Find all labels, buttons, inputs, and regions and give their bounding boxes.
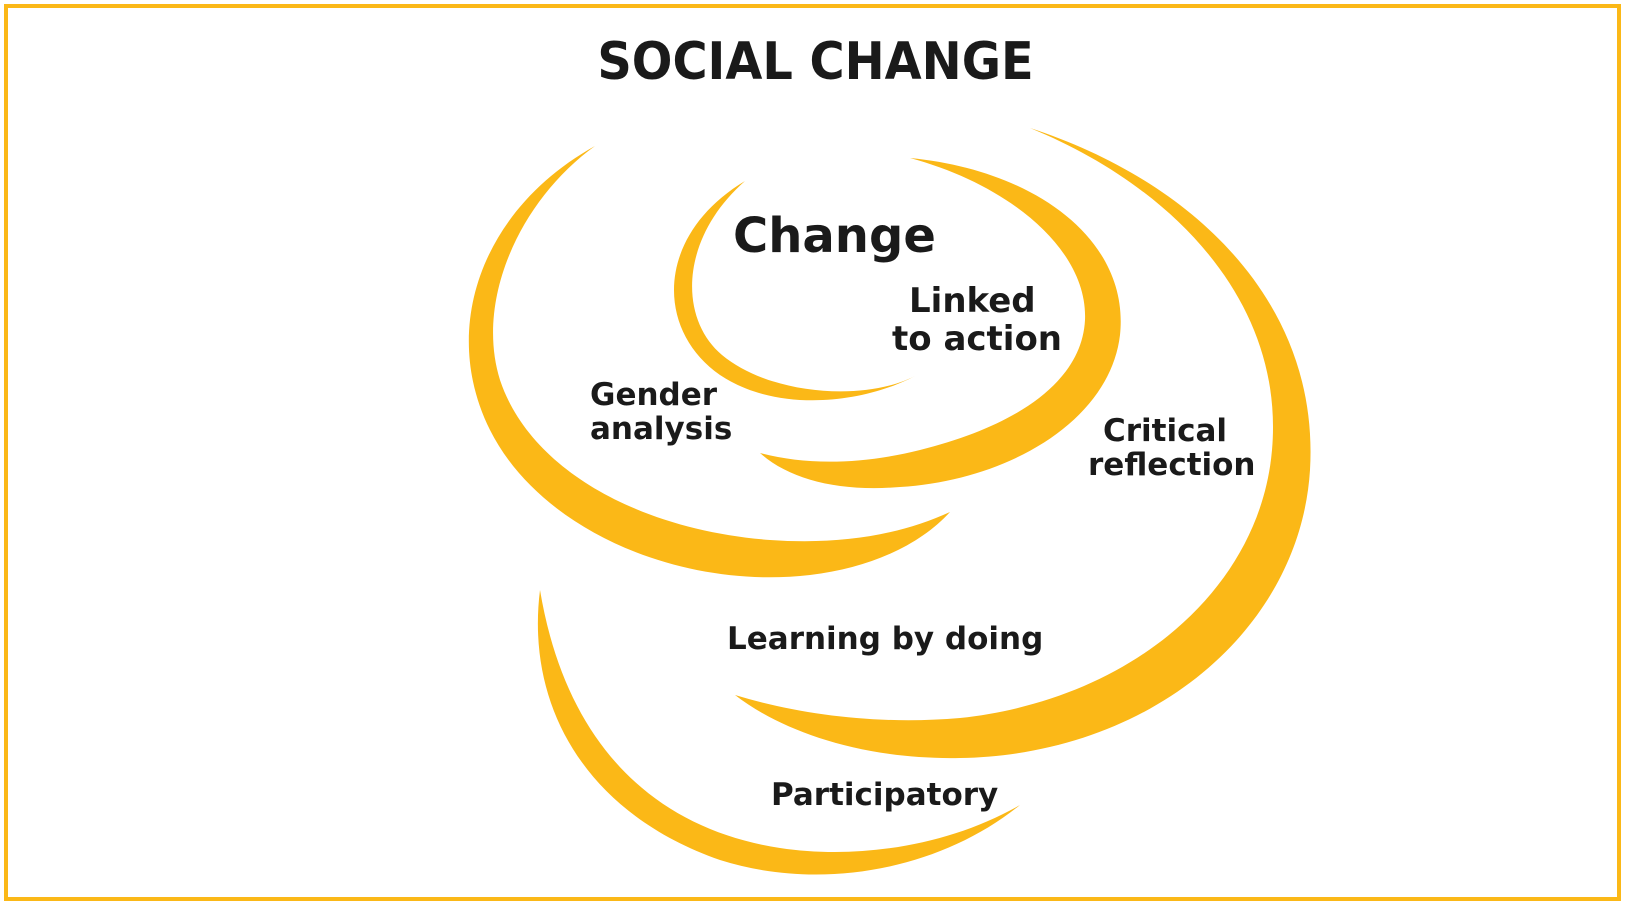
label-critical-line1: Critical: [1103, 413, 1228, 449]
label-gender-line2: analysis: [590, 411, 733, 448]
label-participatory: Participatory: [771, 777, 999, 813]
swirl-bottom: [537, 590, 1020, 875]
label-linked-line1: Linked: [909, 281, 1036, 321]
label-linked-to-action: Linked to action: [892, 282, 1062, 358]
label-critical-reflection: Critical reflection: [1088, 414, 1256, 482]
label-gender-line1: Gender: [590, 377, 718, 413]
label-learning-by-doing: Learning by doing: [727, 621, 1044, 657]
diagram-title: SOCIAL CHANGE: [597, 32, 1034, 92]
label-critical-line2: reflection: [1088, 447, 1256, 484]
label-linked-line2: to action: [892, 319, 1063, 360]
label-gender-analysis: Gender analysis: [590, 378, 732, 446]
swirl-left: [468, 146, 950, 578]
diagram-frame: [4, 4, 1621, 901]
label-change: Change: [733, 208, 936, 264]
swirl-inner: [760, 158, 1121, 489]
